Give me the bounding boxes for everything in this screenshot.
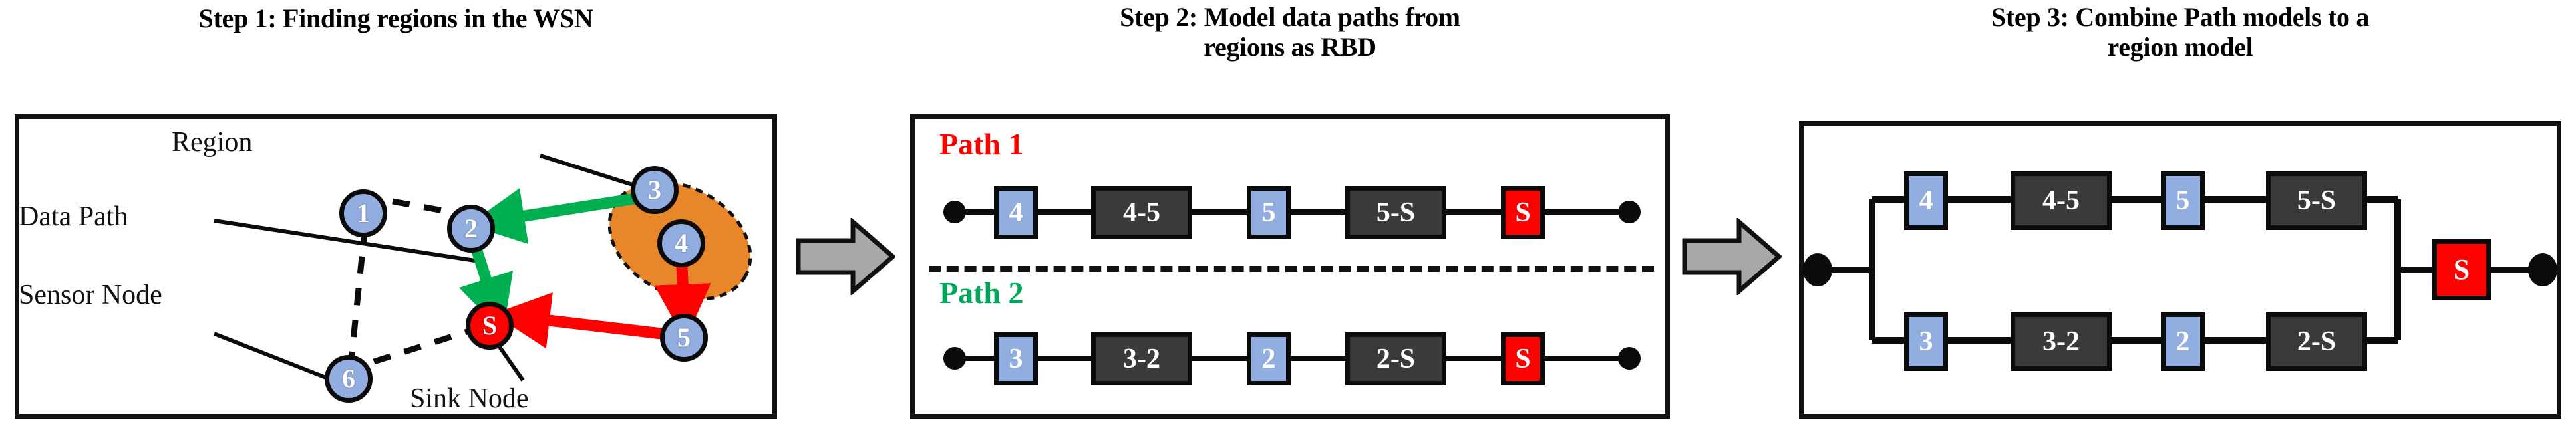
link-1-6: [347, 224, 369, 366]
step3-title-line1: Step 3: Combine Path models to a: [1991, 2, 2370, 32]
leader-datapath: [214, 219, 484, 264]
node-5-label: 5: [677, 322, 691, 352]
step3-title-line2: region model: [2107, 31, 2253, 62]
node-3-label: 3: [648, 175, 661, 205]
legend-sink-node-label: Sink Node: [410, 383, 529, 414]
arrow-5-to-S: [493, 292, 662, 349]
step1-network-svg: [213, 154, 752, 382]
node-3[interactable]: 3: [631, 166, 679, 214]
s3-terminal-right: [2528, 253, 2557, 286]
node-6-label: 6: [342, 364, 355, 393]
node-4[interactable]: 4: [657, 219, 705, 267]
p1-wire: [953, 209, 1631, 215]
arrow-4-to-5: [654, 265, 711, 341]
p2-wire: [953, 356, 1631, 361]
s3-terminal-left: [1803, 253, 1832, 286]
s3-top-block-4[interactable]: 4: [1904, 171, 1948, 230]
link-1-2: [392, 198, 454, 216]
path2-label: Path 2: [939, 276, 1024, 310]
legend-data-path-label: Data Path: [19, 201, 128, 232]
step1-title-text: Step 1: Finding regions in the WSN: [198, 3, 593, 33]
node-sink[interactable]: S: [466, 302, 514, 350]
p2-block-3-2[interactable]: 3-2: [1091, 332, 1192, 385]
node-4-label: 4: [675, 228, 688, 258]
path-divider: [929, 266, 1654, 272]
step2-title-line1: Step 2: Model data paths from: [1120, 2, 1460, 32]
step2-title-line2: regions as RBD: [1204, 31, 1376, 62]
p1-terminal-left: [943, 201, 966, 223]
s3-bottom-block-2-S[interactable]: 2-S: [2266, 312, 2367, 371]
p2-block-2[interactable]: 2: [1247, 332, 1291, 385]
node-1[interactable]: 1: [339, 189, 387, 237]
s3-top-block-4-5[interactable]: 4-5: [2011, 171, 2112, 230]
leader-region: [540, 154, 637, 188]
node-6[interactable]: 6: [325, 355, 373, 403]
node-sink-label: S: [482, 310, 498, 340]
arrow-3-to-2: [468, 188, 640, 245]
s3-top-block-5-S[interactable]: 5-S: [2266, 171, 2367, 230]
step-arrow-1-to-2: [796, 218, 895, 295]
step3-title: Step 3: Combine Path models to a region …: [1799, 2, 2561, 62]
step2-title: Step 2: Model data paths from regions as…: [910, 2, 1670, 62]
node-5[interactable]: 5: [660, 314, 708, 362]
s3-top-block-5[interactable]: 5: [2161, 171, 2205, 230]
step-arrow-2-to-3: [1682, 218, 1782, 295]
s3-bottom-block-3[interactable]: 3: [1904, 312, 1948, 371]
legend-region-label: Region: [172, 127, 253, 158]
node-2[interactable]: 2: [447, 205, 495, 253]
p2-block-S[interactable]: S: [1501, 332, 1545, 385]
p1-block-S[interactable]: S: [1501, 186, 1545, 239]
node-1-label: 1: [357, 198, 370, 228]
p1-block-5-S[interactable]: 5-S: [1345, 186, 1446, 239]
leader-sensor: [213, 332, 334, 382]
s3-bottom-block-3-2[interactable]: 3-2: [2011, 312, 2112, 371]
p1-block-4-5[interactable]: 4-5: [1091, 186, 1192, 239]
p2-block-2-S[interactable]: 2-S: [1345, 332, 1446, 385]
node-2-label: 2: [464, 213, 478, 243]
p2-terminal-right: [1618, 347, 1641, 370]
s3-block-S[interactable]: S: [2432, 239, 2491, 300]
p1-block-5[interactable]: 5: [1247, 186, 1291, 239]
p2-block-3[interactable]: 3: [994, 332, 1038, 385]
legend-sensor-node-label: Sensor Node: [19, 280, 162, 310]
p1-terminal-right: [1618, 201, 1641, 223]
step1-title: Step 1: Finding regions in the WSN: [15, 3, 777, 34]
path1-label: Path 1: [939, 127, 1024, 161]
s3-bottom-block-2[interactable]: 2: [2161, 312, 2205, 371]
link-6-S: [373, 328, 468, 365]
p2-terminal-left: [943, 347, 966, 370]
p1-block-4[interactable]: 4: [994, 186, 1038, 239]
